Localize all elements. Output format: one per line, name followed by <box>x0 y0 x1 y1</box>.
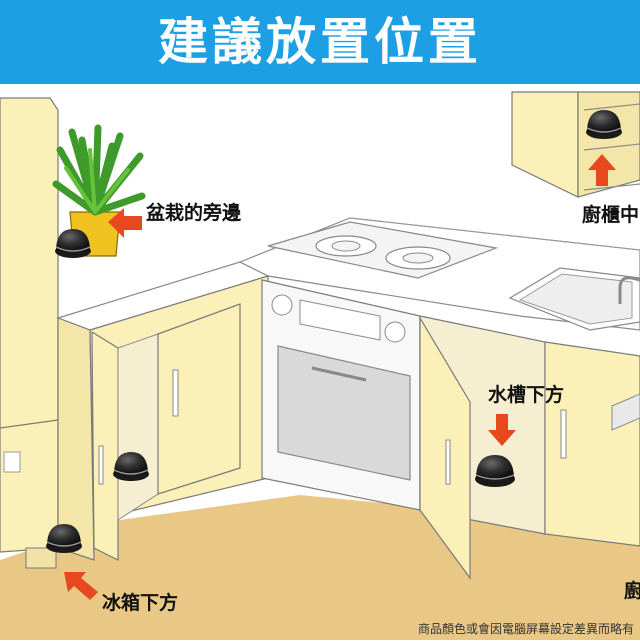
stove-top <box>267 221 499 279</box>
label-under-sink: 水槽下方 <box>488 384 565 406</box>
label-plant-side: 盆栽的旁邊 <box>146 202 242 224</box>
arrow-up-left-icon <box>64 572 98 600</box>
sink <box>508 267 640 331</box>
arrow-down-icon <box>488 414 516 446</box>
refrigerator <box>0 97 59 569</box>
device-left-cabinet <box>113 452 149 481</box>
label-partial-right: 廚 <box>624 580 640 602</box>
kitchen-scene: 盆栽的旁邊 廚櫃中 水槽下方 冰箱下方 廚 <box>0 84 640 640</box>
footer-note: 商品顏色或會因電腦屏幕設定差異而略有 <box>417 622 634 636</box>
label-under-fridge: 冰箱下方 <box>102 592 179 614</box>
label-cabinet-inside: 廚櫃中 <box>582 204 640 226</box>
oven <box>261 279 421 511</box>
device-cabinet <box>586 110 622 139</box>
arrow-left-icon <box>108 208 142 238</box>
floor <box>0 495 640 640</box>
title-banner: 建議放置位置 <box>0 0 640 84</box>
device-sink <box>475 455 515 487</box>
arrow-up-icon <box>588 154 616 186</box>
page-title: 建議放置位置 <box>158 13 482 71</box>
kitchen-illustration <box>0 90 640 640</box>
device-plant <box>55 229 91 258</box>
device-fridge <box>46 524 82 553</box>
